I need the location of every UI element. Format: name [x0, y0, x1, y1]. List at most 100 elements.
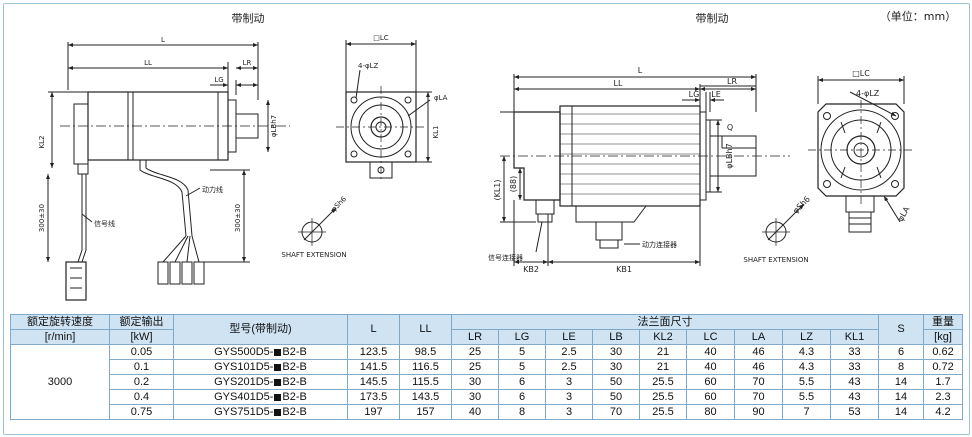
right-dim-Q: Q [727, 123, 733, 132]
LA-cell: 46 [734, 359, 783, 375]
model-prefix: GYS500D5- [214, 345, 274, 358]
LL-cell: 98.5 [399, 344, 452, 360]
right-dim-shaft: φSh6 [791, 195, 812, 216]
right-dim-L: L [638, 66, 643, 75]
LR-cell: 25 [451, 359, 499, 375]
left-dim-LG: LG [214, 76, 223, 84]
subheader-LB: LB [592, 329, 640, 345]
placeholder-box-icon [274, 348, 282, 356]
weight-cell: 0.62 [923, 344, 964, 360]
model-cell: GYS751D5-B2-B [173, 404, 348, 420]
model-prefix: GYS201D5- [214, 375, 274, 388]
model-suffix: B2-B [282, 360, 307, 373]
left-dim-LZ: 4-φLZ [358, 62, 378, 70]
spec-table: 额定旋转速度 额定输出 型号(带制动) L LL 法兰面尺寸 S 重量 [r/m… [10, 314, 964, 420]
output-cell: 0.1 [109, 359, 174, 375]
model-suffix: B2-B [282, 390, 307, 403]
speed-cell: 3000 [10, 344, 110, 420]
left-motor-side-view [46, 42, 290, 301]
table-header-row: 额定旋转速度 额定输出 型号(带制动) L LL 法兰面尺寸 S 重量 [10, 314, 964, 345]
LG-cell: 6 [498, 374, 546, 390]
placeholder-box-icon [274, 378, 282, 386]
header-weight: 重量 [923, 314, 964, 330]
S-cell: 6 [878, 344, 925, 360]
right-dim-KB2: KB2 [523, 265, 539, 274]
LE-cell: 3 [545, 389, 593, 405]
KL1-cell: 33 [829, 344, 880, 360]
LL-cell: 157 [399, 404, 452, 420]
right-dim-LZ: 4-φLZ [856, 89, 880, 98]
L-cell: 173.5 [347, 389, 400, 405]
LA-cell: 90 [734, 404, 783, 420]
L-cell: 145.5 [347, 374, 400, 390]
left-dim-KL1: KL1 [432, 126, 440, 139]
weight-cell: 1.7 [923, 374, 964, 390]
model-prefix: GYS401D5- [214, 390, 274, 403]
header-speed-unit: [r/min] [10, 329, 110, 345]
LC-cell: 40 [686, 359, 735, 375]
left-shaft-extension-view [298, 207, 337, 246]
LC-cell: 60 [686, 374, 735, 390]
LZ-cell: 5.5 [782, 389, 831, 405]
right-label-power-connector: 动力连接器 [642, 240, 677, 249]
LR-cell: 30 [451, 374, 499, 390]
placeholder-box-icon [274, 408, 282, 416]
left-dim-KL2: KL2 [38, 136, 46, 149]
subheader-KL2: KL2 [639, 329, 687, 345]
subheader-LG: LG [498, 329, 546, 345]
dimension-drawings: 带制动 带制动 （单位：mm） [38, 9, 956, 301]
model-suffix: B2-B [282, 345, 307, 358]
weight-cell: 4.2 [923, 404, 964, 420]
left-dim-LB: φLBh7 [270, 115, 278, 137]
right-shaft-extension-view [762, 203, 805, 246]
LB-cell: 50 [592, 389, 640, 405]
LC-cell: 40 [686, 344, 735, 360]
header-flange: 法兰面尺寸 [450, 314, 880, 330]
left-label-signal-cable: 信号线 [94, 219, 115, 228]
left-flange-front-view [336, 40, 432, 180]
S-cell: 14 [878, 374, 925, 390]
LA-cell: 46 [734, 344, 783, 360]
left-dim-L: L [161, 36, 165, 44]
weight-cell: 0.72 [923, 359, 964, 375]
header-L: L [347, 314, 400, 345]
header-speed: 额定旋转速度 [10, 314, 110, 330]
right-dim-LC: □LC [852, 69, 870, 78]
LG-cell: 5 [498, 359, 546, 375]
LL-cell: 143.5 [399, 389, 452, 405]
LG-cell: 5 [498, 344, 546, 360]
weight-cell: 2.3 [923, 389, 964, 405]
KL1-cell: 33 [829, 359, 880, 375]
right-dim-LL: LL [614, 79, 623, 88]
right-dim-88: (88) [509, 176, 518, 192]
header-S: S [878, 314, 925, 345]
left-dim-len2: 300±30 [234, 204, 242, 232]
left-dim-LR: LR [243, 59, 252, 67]
KL2-cell: 21 [639, 344, 687, 360]
LB-cell: 50 [592, 374, 640, 390]
table-row: 0.75 GYS751D5-B2-B 197 157 40 8 3 70 25.… [11, 404, 964, 420]
table-row: 0.2 GYS201D5-B2-B 145.5 115.5 30 6 3 50 … [11, 374, 964, 390]
output-cell: 0.75 [109, 404, 174, 420]
subheader-LE: LE [545, 329, 593, 345]
S-cell: 8 [878, 359, 925, 375]
S-cell: 14 [878, 389, 925, 405]
L-cell: 123.5 [347, 344, 400, 360]
right-dim-LB: φLBh7 [725, 143, 734, 168]
right-shaft-extension-label: SHAFT EXTENSION [743, 256, 808, 264]
right-dim-LA: φLA [896, 205, 912, 223]
right-dim-KB1: KB1 [616, 265, 632, 274]
LZ-cell: 5.5 [782, 374, 831, 390]
model-cell: GYS101D5- B2-B [173, 359, 348, 375]
subheader-LA: LA [734, 329, 783, 345]
subheader-LZ: LZ [782, 329, 831, 345]
output-cell: 0.2 [109, 374, 174, 390]
LZ-cell: 7 [782, 404, 831, 420]
model-suffix: B2-B [282, 405, 307, 418]
KL2-cell: 25.5 [639, 389, 687, 405]
LA-cell: 70 [734, 389, 783, 405]
LZ-cell: 4.3 [782, 359, 831, 375]
KL2-cell: 21 [639, 359, 687, 375]
subheader-KL1: KL1 [829, 329, 880, 345]
model-prefix: GYS101D5- [214, 360, 274, 373]
